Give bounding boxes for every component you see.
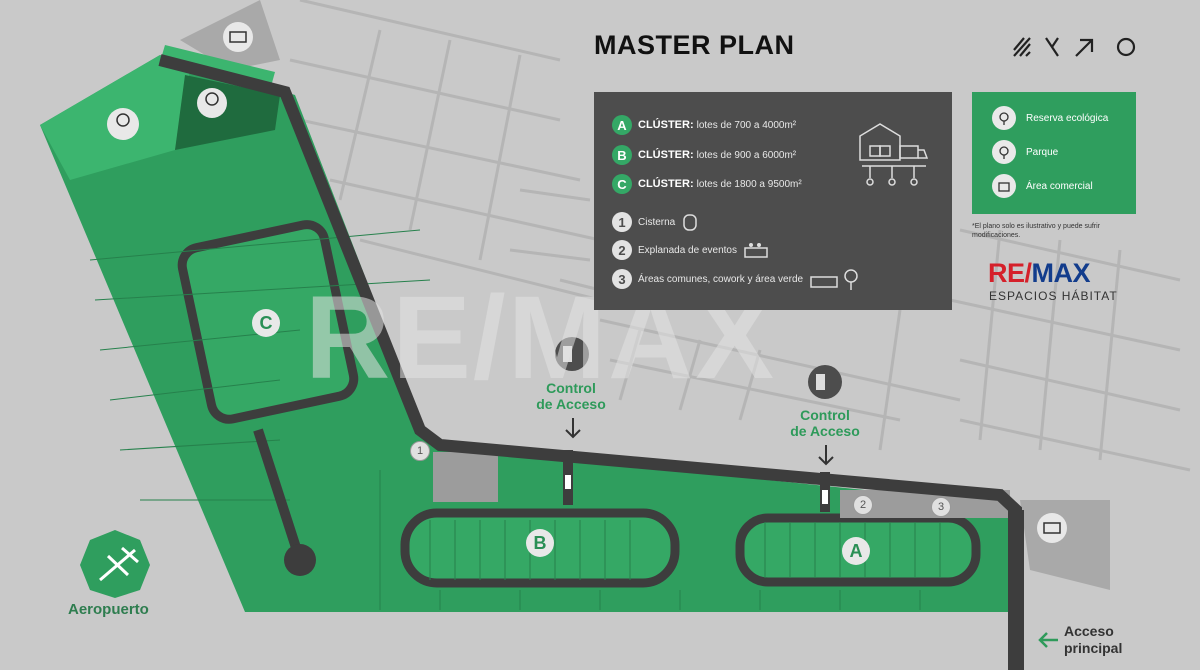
cluster-badge: C	[612, 174, 632, 194]
brand-glyphs-icon	[1013, 37, 1136, 57]
cluster-b-label: B	[526, 529, 554, 557]
store-icon	[223, 22, 253, 52]
amenity-badge: 1	[612, 212, 632, 232]
arrow-down-icon	[565, 418, 581, 439]
warehouse-logistics-icon	[859, 123, 928, 186]
zone-item-park: Parque	[992, 140, 1058, 164]
tree-icon	[107, 108, 139, 140]
remax-subtitle: ESPACIOS HÁBITAT	[989, 289, 1118, 303]
tree-icon	[197, 88, 227, 118]
amenity-3-marker: 3	[931, 497, 951, 517]
disclaimer-note: *El plano solo es ilustrativo y puede su…	[972, 223, 1101, 239]
cluster-c-label: C	[252, 309, 280, 337]
zone-legend-panel: Reserva ecológica Parque Área comercial	[972, 92, 1136, 214]
control-access-label-1: Control de Acceso	[536, 380, 606, 412]
legend-cluster-c: C CLÚSTER:lotes de 1800 a 9500m²	[612, 174, 802, 194]
legend-amenity-1: 1 Cisterna	[612, 212, 699, 232]
store-icon	[992, 174, 1016, 198]
amenity-1-marker: 1	[410, 441, 430, 461]
legend-cluster-b: B CLÚSTER:lotes de 900 a 6000m²	[612, 145, 796, 165]
zone-item-commercial: Área comercial	[992, 174, 1093, 198]
legend-cluster-a: A CLÚSTER:lotes de 700 a 4000m²	[612, 115, 796, 135]
airport-label: Aeropuerto	[68, 601, 149, 618]
legend-amenity-3: 3 Áreas comunes, cowork y área verde	[612, 267, 859, 291]
cluster-a-label: A	[842, 537, 870, 565]
amenity-2-marker: 2	[853, 495, 873, 515]
tree-icon	[992, 106, 1016, 130]
control-access-label-2: Control de Acceso	[790, 407, 860, 439]
event-icon	[744, 243, 768, 258]
main-access-label: Acceso principal	[1064, 623, 1123, 656]
cistern-icon	[683, 214, 697, 231]
legend-amenity-2: 2 Explanada de eventos	[612, 240, 769, 260]
amenity-badge: 2	[612, 240, 632, 260]
amenity-badge: 3	[612, 269, 632, 289]
development-land	[40, 55, 1010, 612]
store-icon	[1037, 513, 1067, 543]
remax-logo: RE/MAX	[988, 258, 1091, 288]
map-icons	[80, 22, 1067, 648]
cluster-badge: B	[612, 145, 632, 165]
gate-marker-2	[822, 490, 828, 504]
city-block-grid	[289, 0, 1191, 472]
gate-marker-1	[565, 475, 571, 489]
common-area-icon	[810, 269, 858, 290]
tree-icon	[992, 140, 1016, 164]
zone-item-reserve: Reserva ecológica	[992, 106, 1108, 130]
arrow-left-icon	[1038, 632, 1058, 648]
cluster-badge: A	[612, 115, 632, 135]
cistern-area	[433, 452, 498, 502]
commercial-area-right	[1020, 500, 1110, 590]
secondary-road	[253, 428, 305, 562]
legend-panel: A CLÚSTER:lotes de 700 a 4000m² B CLÚSTE…	[594, 92, 952, 310]
page-title: MASTER PLAN	[594, 30, 795, 60]
lot-lines	[89, 229, 941, 610]
roundabout	[284, 544, 316, 576]
arrow-down-icon	[818, 445, 834, 466]
